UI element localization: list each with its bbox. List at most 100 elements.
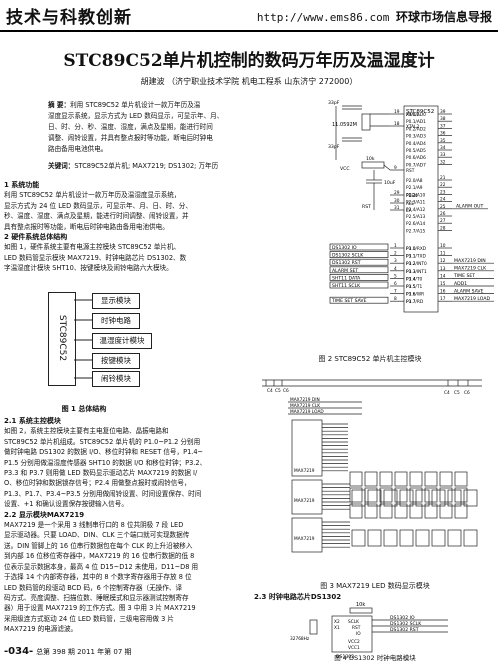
pin-number: 22 [440, 182, 446, 188]
led-digit [454, 471, 468, 487]
p1-net-label: TIME SET SAVE [331, 298, 367, 304]
pin-number: 3 [394, 258, 397, 264]
pin-label: P1.6 [406, 292, 416, 298]
keywords-label: 关键词： [48, 162, 75, 170]
page-footer: -034- 总第 398 期 2011 年第 07 期 [4, 646, 132, 657]
p1-net-label: DS1302 SCLK [332, 253, 364, 259]
alarm-block: 闹铃模块 [92, 371, 140, 387]
para-line: LED 数码管的段驱动 BCD 码，6 个控制寄存器（无操作、译 [4, 583, 183, 592]
led-digit [431, 489, 446, 507]
pin-label: EA [406, 208, 412, 214]
pin-number: 29 [394, 190, 400, 196]
mcu-chip-label: STC89C52 [406, 109, 434, 115]
led-digit [447, 529, 462, 547]
pin-number: 10 [440, 243, 446, 249]
p3-net-label: ALARM SAVE [454, 288, 484, 294]
led-digit [379, 487, 393, 503]
led-digit [351, 489, 366, 507]
section-heading: 1 系统功能 [4, 181, 40, 189]
p1-net-tag [329, 266, 389, 274]
ds1302-net-label: DS1302 IO [390, 615, 415, 621]
keywords: 关键词：STC89C52单片机; MAX7219; DS1302; 万年历 [48, 160, 232, 170]
pin-label: P1.4 [406, 276, 416, 282]
pin-number: 2 [394, 251, 397, 257]
pin-label: P3.2/INT0 [406, 261, 427, 267]
pin-label: P1.3 [406, 269, 416, 275]
abstract-line: 湿度显示系统，显示方式为 LED 数码显示，可显示年、月、 [48, 112, 224, 120]
pin-number: 11 [440, 251, 446, 257]
led-digit [439, 487, 453, 503]
pin-label: P1.2 [406, 261, 416, 267]
pin-label: XTAL2 [406, 124, 419, 130]
para-line: 器）用于设置 MAX7219 的工作方式。图 3 中用 3 片 MAX7219 [4, 604, 196, 613]
journal-url: http://www.ems86.com 环球市场信息导报 [257, 8, 492, 25]
pin-number: 19 [394, 109, 400, 115]
pin-label: P3.7/RD [406, 299, 424, 305]
pin-number: 6 [394, 281, 397, 287]
rst-label: RST [362, 204, 371, 210]
res-label: 10k [366, 156, 375, 162]
para-line: 于选择 14 个内部寄存器，其中的 8 个数字寄存器用于存放 8 位 [4, 573, 192, 582]
led-digit [424, 487, 438, 503]
pin-number: 23 [440, 189, 446, 195]
figure-4-caption: 图 4 DS1302 时钟电路模块 [334, 654, 416, 662]
led-digit [383, 529, 398, 547]
ds1302-pin-label: X1 [334, 625, 340, 631]
max7219-net-label: MAX7219 LOAD [290, 409, 324, 415]
led-digit [364, 503, 378, 519]
pullup-resistor [349, 607, 373, 614]
pin-number: 21 [440, 175, 446, 181]
pin-number: 27 [440, 218, 446, 224]
filter-cap-label: C5 [454, 390, 460, 396]
para-line: 显示驱动器。只要 LOAD、DIN、CLK 三个端口就可实现数据传 [4, 531, 190, 540]
max7219-chip-mid [291, 479, 323, 515]
section-heading: 2.1 系统主控模块 [4, 417, 61, 425]
led-digit [415, 529, 430, 547]
pin-number: 17 [440, 296, 446, 302]
para-line: P1.3、P1.7、P3.4~P3.5 分别用做闹铃设置、时间设置保存、时间 [4, 489, 202, 498]
led-digit [364, 471, 378, 487]
pin-number: 14 [440, 273, 446, 279]
ds1302-net-label: DS1302 RST [390, 627, 419, 633]
pin-label: P0.2/AD2 [406, 126, 426, 132]
pin-label: P1.5 [406, 284, 416, 290]
journal-header: 技术与科教创新 http://www.ems86.com 环球市场信息导报 [0, 0, 498, 32]
para-line: MAX7219 的电源滤波。 [4, 625, 78, 634]
max7219-chip-label: MAX7219 [294, 468, 315, 474]
mcu-block: STC89C52 [48, 292, 76, 386]
para-line: 利用 STC89C52 单片机设计一款万年历及温湿度显示系统， [4, 191, 181, 200]
section-heading: 2 硬件系统总体结构 [4, 233, 68, 242]
pin-label: P0.3/AD3 [406, 134, 426, 140]
para-line: 具有整点报时等功能，断电后时钟电路由备用电池供电。 [4, 222, 169, 231]
ds1302-pin-label: RST [352, 625, 361, 631]
p1-net-tag [329, 281, 389, 289]
pin-number: 26 [440, 211, 446, 217]
led-digit [409, 471, 423, 487]
cap1-label: 33pF [328, 100, 340, 106]
led-digit [379, 471, 393, 487]
page-number: -034- [4, 646, 34, 657]
max7219-chip-bottom [291, 517, 323, 553]
led-digit [447, 489, 462, 507]
led-digit [399, 529, 414, 547]
ds1302-chip-body [331, 615, 373, 653]
pin-label: P2.3/A11 [406, 200, 426, 206]
figure-4-schematic: 10kX2X1SCLKRSTIOVCC2VCC1DS130232768HzDS1… [290, 602, 448, 660]
pin-label: P3.4/T0 [406, 276, 422, 282]
pin-number: 1 [394, 243, 397, 249]
para-line: 秒、温度、湿度、满点及星期，能进行时间调整、闹铃设置，并 [4, 212, 189, 221]
pin-number: 28 [440, 225, 446, 231]
para-line: 如图 2，系统主控模块主要有主电复位电路、晶振电路和 [4, 427, 169, 436]
reset-resistor [361, 161, 385, 169]
max7219-net-label: MAX7219 DIN [290, 397, 320, 403]
pin-number: 16 [440, 289, 446, 295]
pin-label: P2.0/A8 [406, 178, 423, 184]
para-line: 码方式、亮度调整、扫描位数、睡眠模式和显示器测试控制寄存 [4, 593, 189, 602]
pin-label: P0.1/AD1 [406, 119, 426, 125]
para-line: 如图 1，硬件系统主要有电源主控模块 STC89C52 单片机、 [4, 243, 181, 252]
pin-number: 12 [440, 258, 446, 264]
ds1302-pin-label: VCC1 [348, 645, 360, 651]
filter-cap-label: C4 [267, 388, 273, 394]
alarm-out-net: ALARM OUT [456, 203, 484, 209]
